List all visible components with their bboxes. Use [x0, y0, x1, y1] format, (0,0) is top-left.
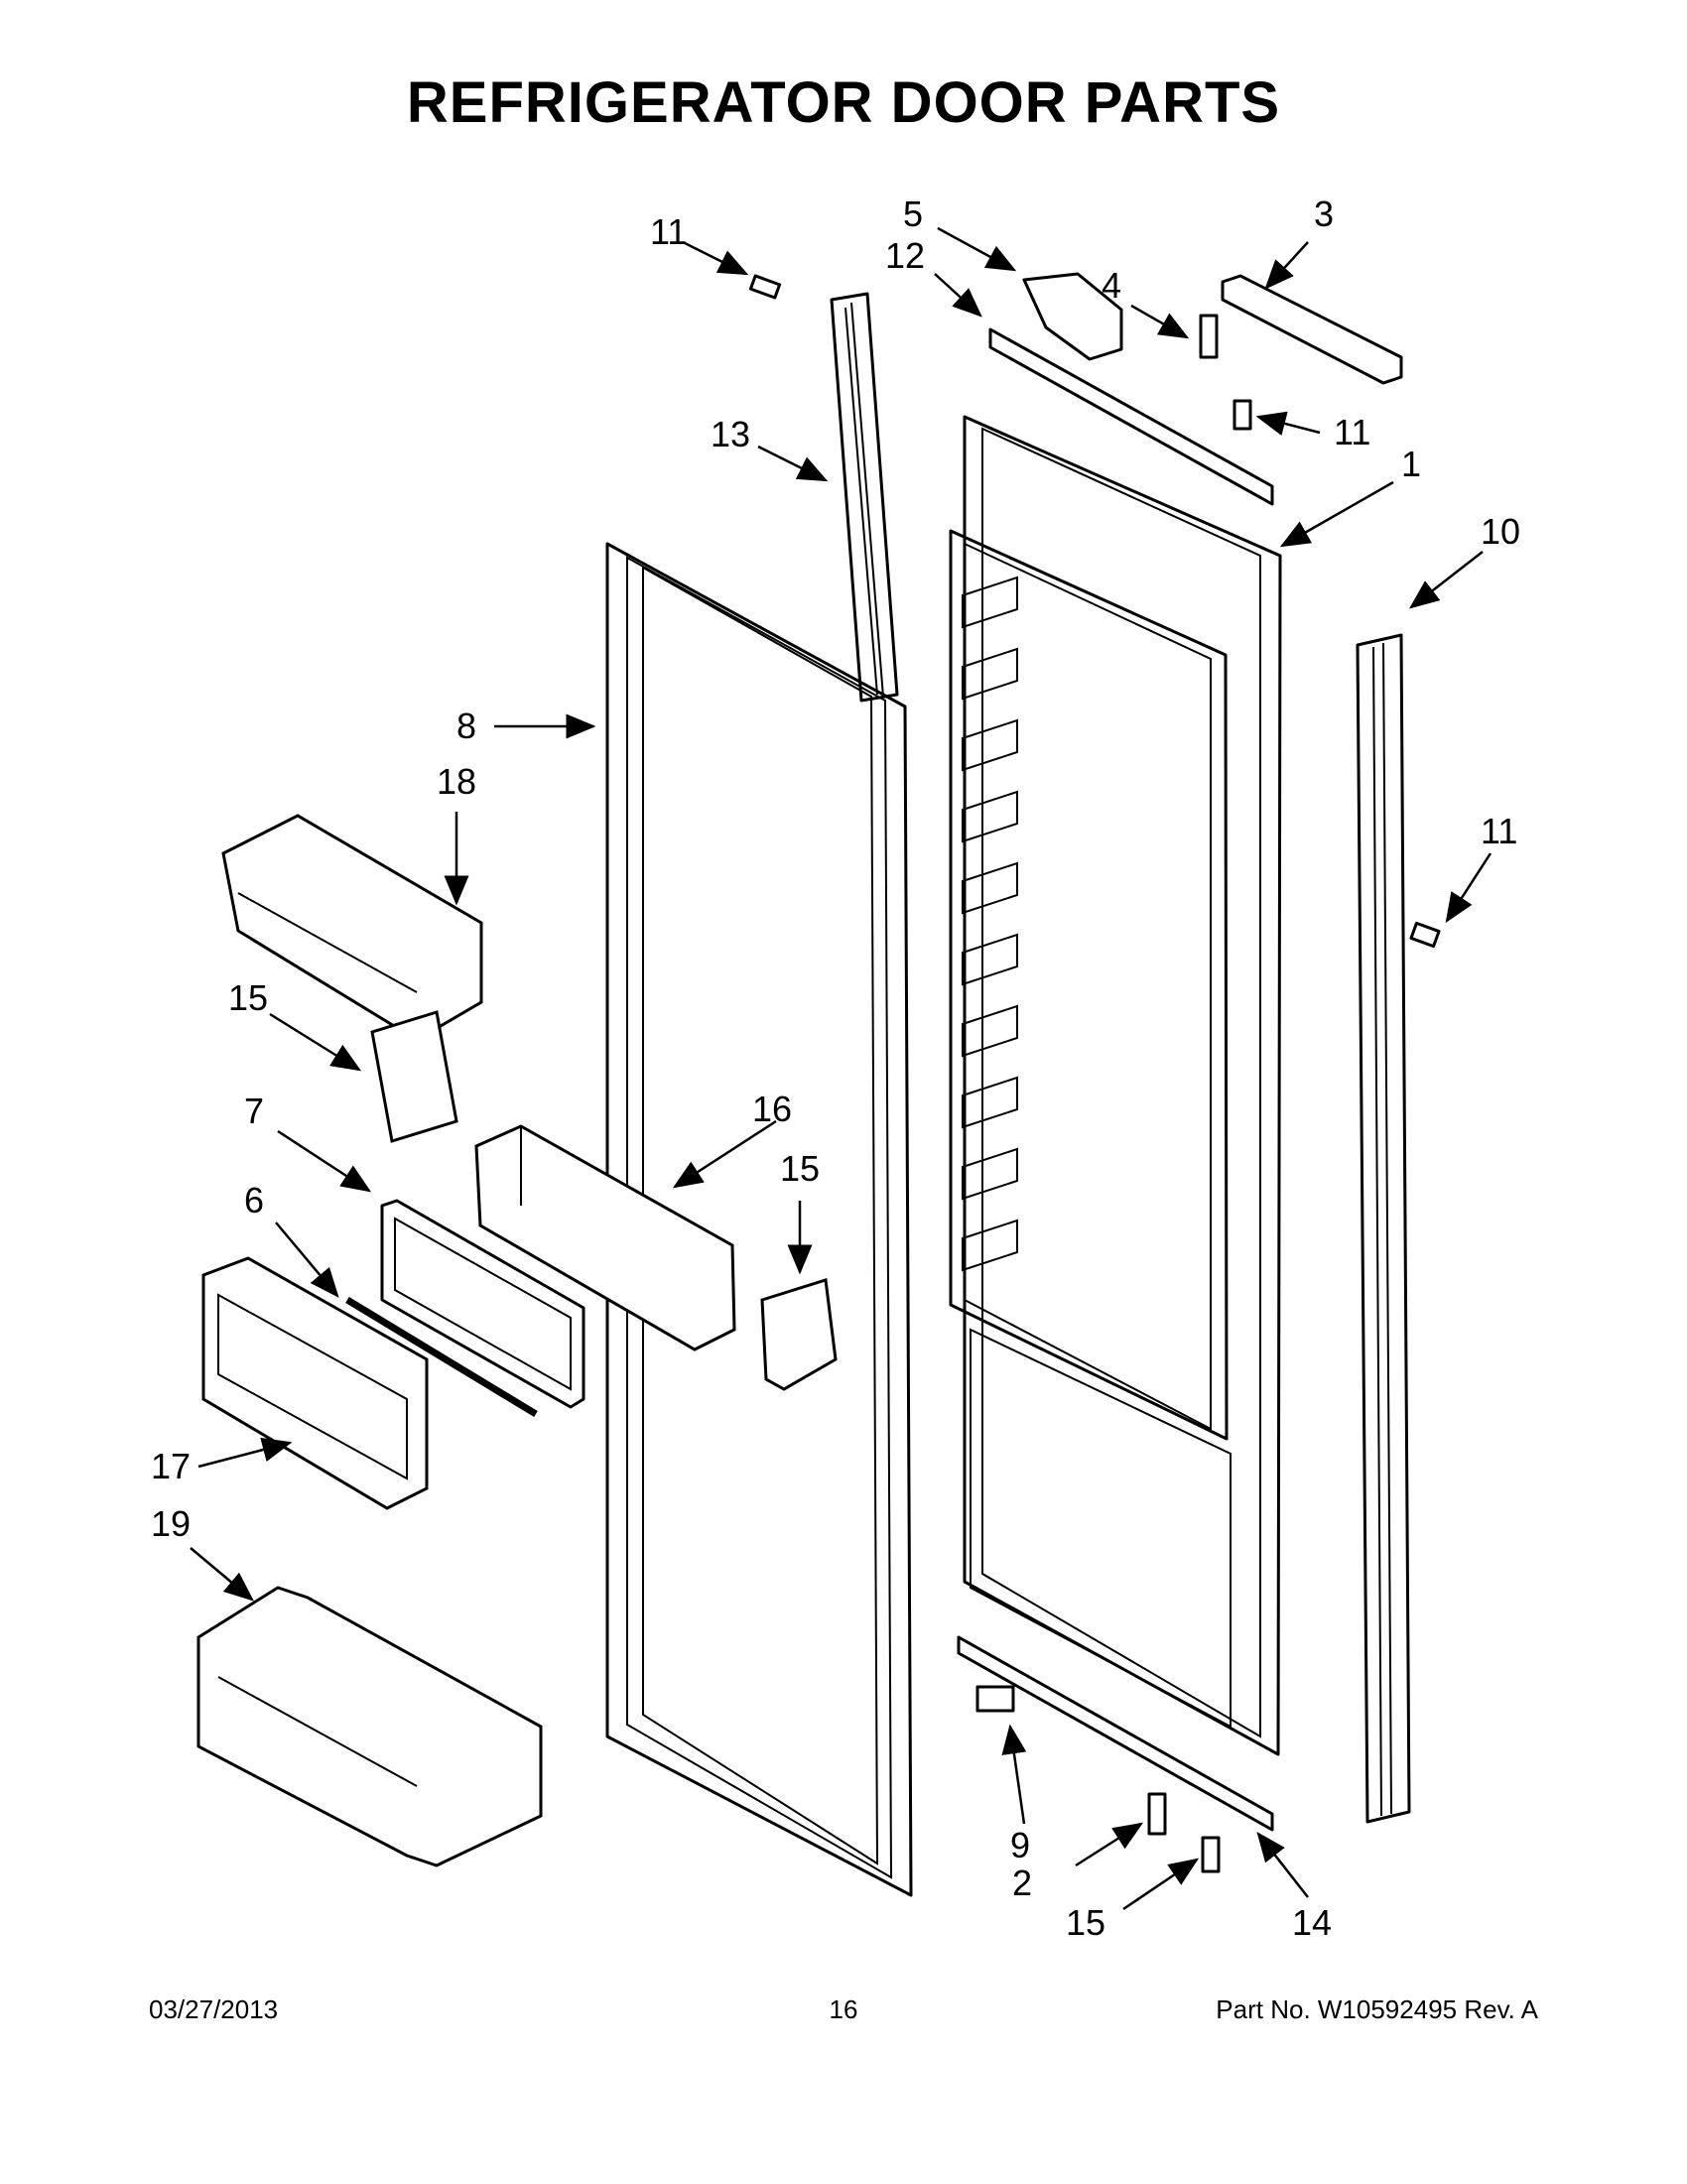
footer-page-number: 16 — [829, 1994, 858, 2024]
callout-4: 4 — [1102, 265, 1121, 306]
part-6-gasket-strip — [345, 1297, 538, 1417]
callout-16: 16 — [752, 1089, 792, 1129]
part-16-dispenser-housing — [474, 1124, 736, 1351]
callout-15: 15 — [780, 1148, 820, 1189]
part-3-top-trim — [1221, 274, 1403, 385]
callout-17: 17 — [151, 1446, 191, 1486]
part-13-door-trim-strip — [830, 292, 899, 703]
part-11-screw-top-left — [748, 274, 782, 300]
part-1-door-assembly — [949, 415, 1282, 1756]
part-15-bin-clip-left — [370, 1010, 458, 1143]
leader-arrows — [190, 226, 1492, 1911]
callout-10: 10 — [1481, 511, 1520, 552]
part-7-frame — [380, 1199, 585, 1409]
callout-12: 12 — [885, 235, 925, 276]
part-19-large-door-bin — [196, 1586, 543, 1867]
part-18-door-bin — [221, 814, 483, 1042]
part-4-hinge-pin — [1199, 314, 1219, 359]
footer-part-number: Part No. W10592495 Rev. A — [1216, 1994, 1538, 2024]
part-14-bottom-hinge-bracket — [957, 1635, 1274, 1832]
part-10-side-trim-strip — [1356, 633, 1411, 1824]
callout-5: 5 — [903, 193, 923, 234]
callout-11: 11 — [650, 211, 687, 252]
part-12-top-hinge-bracket — [988, 327, 1274, 506]
callout-8: 8 — [456, 706, 476, 746]
callout-15: 15 — [1066, 1902, 1105, 1943]
callout-3: 3 — [1314, 193, 1334, 234]
callout-15: 15 — [228, 977, 268, 1018]
callout-13: 13 — [711, 414, 750, 454]
part-5-hinge-cover — [1022, 272, 1123, 361]
callout-2: 2 — [1012, 1863, 1032, 1903]
footer-date: 03/27/2013 — [149, 1994, 279, 2024]
callout-18: 18 — [437, 761, 476, 802]
callout-19: 19 — [151, 1503, 191, 1544]
callout-1: 1 — [1401, 444, 1421, 484]
callout-9: 9 — [1010, 1825, 1030, 1865]
part-9-clip — [975, 1685, 1015, 1713]
part-8-door-gasket — [605, 542, 913, 1897]
part-17-cover-panel — [201, 1256, 429, 1510]
callout-labels: 11 5 12 4 3 11 1 10 11 13 8 18 15 16 15 … — [151, 193, 1520, 1943]
callout-7: 7 — [244, 1091, 264, 1131]
part-11-screw-right — [1409, 921, 1441, 949]
part-15-bin-clip-right — [760, 1278, 838, 1391]
callout-11: 11 — [1334, 412, 1370, 452]
callout-11: 11 — [1481, 811, 1517, 851]
part-2-lower-hinge-pin — [1147, 1792, 1167, 1836]
callout-6: 6 — [244, 1180, 264, 1220]
part-11-screw-top-right — [1233, 399, 1252, 431]
page-title: REFRIGERATOR DOOR PARTS — [406, 70, 1281, 135]
callout-14: 14 — [1292, 1902, 1332, 1943]
part-15-screw-bottom — [1201, 1836, 1221, 1873]
